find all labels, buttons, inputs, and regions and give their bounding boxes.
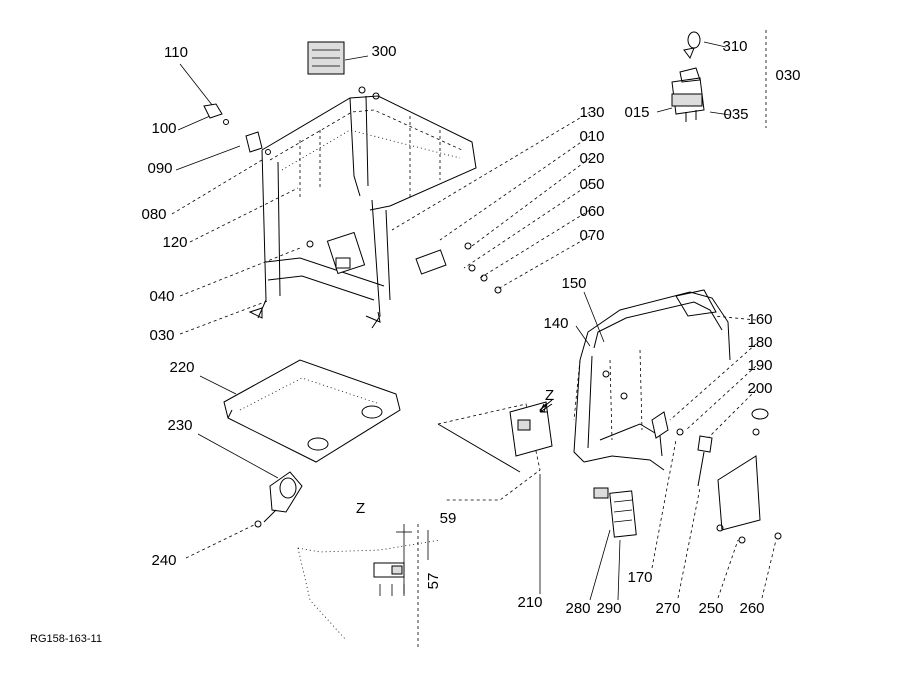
view-marker-z-arrow: Z	[545, 387, 554, 404]
callout-220: 220	[169, 359, 194, 376]
callout-100: 100	[151, 120, 176, 137]
callout-labels: 110 300 100 090 080 120 130 010 020 050 060 070 040 0…	[141, 38, 800, 617]
callout-050: 050	[579, 176, 604, 193]
callout-210: 210	[517, 594, 542, 611]
side-parts	[651, 408, 782, 544]
callout-110: 110	[164, 44, 188, 61]
callout-180: 180	[747, 334, 772, 351]
roof-plate	[223, 359, 401, 463]
cab-frame	[573, 289, 731, 471]
view-arrow	[539, 403, 553, 413]
callout-040: 040	[149, 288, 174, 305]
callout-290: 290	[596, 600, 621, 617]
callout-030: 030	[149, 327, 174, 344]
callout-59: 59	[440, 510, 457, 527]
callout-280: 280	[565, 600, 590, 617]
callout-230: 230	[167, 417, 192, 434]
callout-160: 160	[747, 311, 772, 328]
rops-frame	[203, 41, 502, 329]
callout-190: 190	[747, 357, 772, 374]
callout-310: 310	[722, 38, 747, 55]
callout-090: 090	[147, 160, 172, 177]
reservoir-assembly	[671, 31, 705, 122]
callout-130: 130	[579, 104, 604, 121]
callout-170: 170	[627, 569, 652, 586]
callout-150: 150	[561, 275, 586, 292]
callout-250: 250	[698, 600, 723, 617]
leader-lines	[171, 30, 777, 601]
callout-300: 300	[371, 43, 396, 60]
side-panel	[437, 399, 553, 501]
callout-015: 015	[624, 104, 649, 121]
warning-decals	[593, 487, 637, 538]
view-z-detail	[297, 524, 441, 648]
callout-010: 010	[579, 128, 604, 145]
callout-200: 200	[747, 380, 772, 397]
work-lamp	[254, 471, 303, 528]
callout-240: 240	[151, 552, 176, 569]
callout-020: 020	[579, 150, 604, 167]
callout-57: 57	[425, 573, 442, 590]
callout-070: 070	[579, 227, 604, 244]
callout-080: 080	[141, 206, 166, 223]
drawing-code: RG158-163-11	[30, 633, 102, 645]
view-marker-z-bottom: Z	[356, 500, 365, 517]
callout-260: 260	[739, 600, 764, 617]
callout-030: 030	[775, 67, 800, 84]
callout-060: 060	[579, 203, 604, 220]
callout-035: 035	[723, 106, 748, 123]
callout-140: 140	[543, 315, 568, 332]
callout-120: 120	[162, 234, 187, 251]
callout-270: 270	[655, 600, 680, 617]
